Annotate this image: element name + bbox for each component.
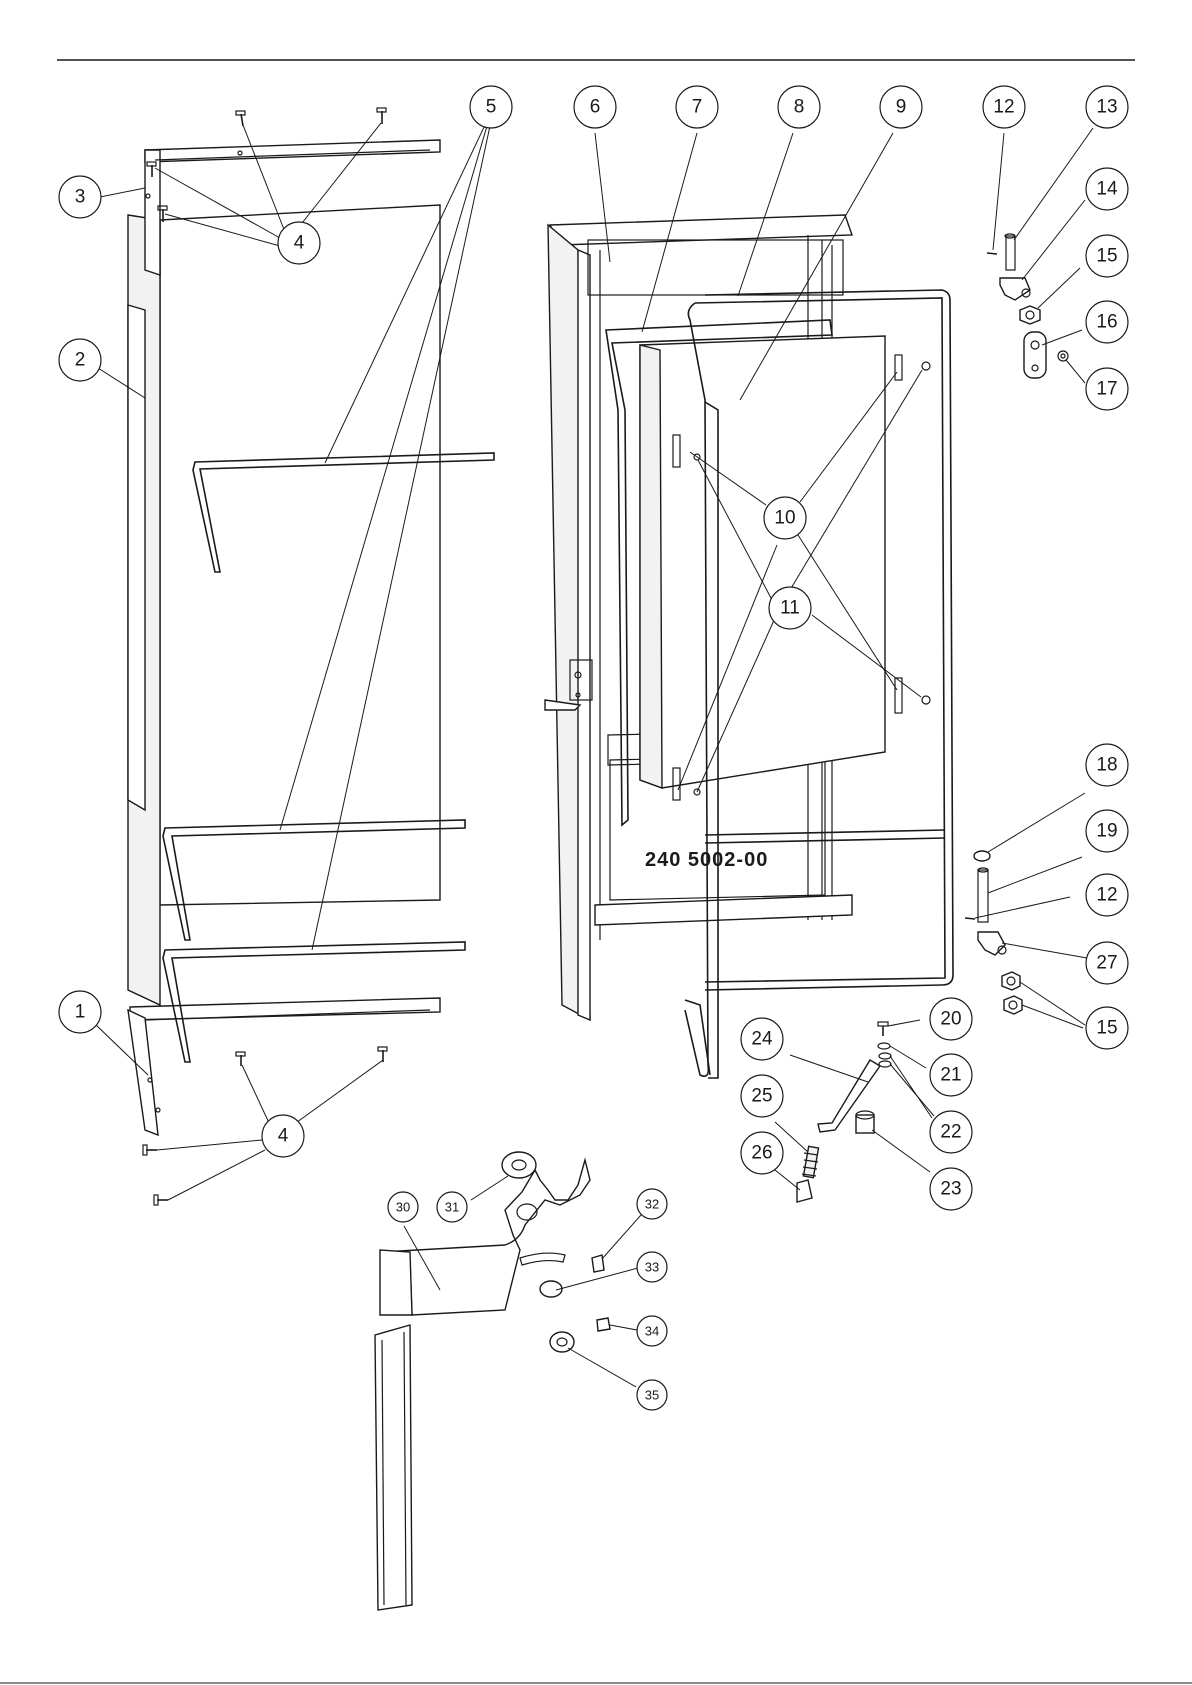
svg-text:5: 5 [486,97,497,118]
callout-35: 35 [637,1380,667,1410]
svg-text:30: 30 [396,1200,410,1215]
callout-13: 13 [1086,86,1128,128]
callout-6: 6 [574,86,616,128]
svg-text:19: 19 [1096,821,1117,842]
svg-text:26: 26 [751,1143,772,1164]
part-number-stamp: 240 5002-00 [645,849,768,871]
svg-text:22: 22 [940,1122,961,1143]
svg-text:14: 14 [1096,179,1118,200]
callout-4: 4 [278,222,320,264]
svg-text:4: 4 [294,233,305,254]
callout-23: 23 [930,1168,972,1210]
spring-icon [802,1146,819,1177]
svg-text:33: 33 [645,1260,659,1275]
svg-text:12: 12 [993,97,1014,118]
callout-18: 18 [1086,744,1128,786]
svg-text:31: 31 [445,1200,459,1215]
svg-text:18: 18 [1096,755,1117,776]
center-cabinet-assembly: 240 5002-00 [545,215,953,1078]
callout-19: 19 [1086,810,1128,852]
svg-text:6: 6 [590,97,601,118]
callout-3: 3 [59,176,101,218]
svg-text:34: 34 [645,1324,659,1339]
callout-34: 34 [637,1316,667,1346]
callout-25: 25 [741,1075,783,1117]
callout-14: 14 [1086,168,1128,210]
callout-17: 17 [1086,368,1128,410]
svg-text:12: 12 [1096,885,1117,906]
svg-text:24: 24 [751,1029,773,1050]
callout-33: 33 [637,1252,667,1282]
svg-text:7: 7 [692,97,703,118]
svg-text:11: 11 [780,598,800,619]
svg-text:3: 3 [75,187,86,208]
svg-text:1: 1 [75,1002,86,1023]
callout-15: 15 [1086,235,1128,277]
svg-text:8: 8 [794,97,805,118]
callout-20: 20 [930,998,972,1040]
callout-22: 22 [930,1111,972,1153]
svg-text:23: 23 [940,1179,961,1200]
svg-text:4: 4 [278,1126,289,1147]
svg-text:25: 25 [751,1086,772,1107]
callout-31: 31 [437,1192,467,1222]
callout-8: 8 [778,86,820,128]
callout-16: 16 [1086,301,1128,343]
callout-27: 27 [1086,942,1128,984]
callout-2: 2 [59,339,101,381]
svg-text:16: 16 [1096,312,1117,333]
callout-7: 7 [676,86,718,128]
callout-5: 5 [470,86,512,128]
callout-9: 9 [880,86,922,128]
svg-text:17: 17 [1096,379,1117,400]
svg-text:35: 35 [645,1388,659,1403]
screw-icon [147,108,386,222]
callout-26: 26 [741,1132,783,1174]
callout-4: 4 [262,1115,304,1157]
svg-text:10: 10 [774,508,795,529]
callout-10: 10 [764,497,806,539]
callout-1: 1 [59,991,101,1033]
callout-11: 11 [769,587,811,629]
svg-text:15: 15 [1096,1018,1117,1039]
callout-30: 30 [388,1192,418,1222]
svg-text:21: 21 [940,1065,961,1086]
svg-text:13: 13 [1096,97,1117,118]
callout-21: 21 [930,1054,972,1096]
svg-text:27: 27 [1096,953,1117,974]
callout-24: 24 [741,1018,783,1060]
left-side-panel-assembly [128,108,494,1205]
callout-32: 32 [637,1189,667,1219]
svg-text:2: 2 [75,350,86,371]
callout-15: 15 [1086,1007,1128,1049]
svg-text:9: 9 [896,97,907,118]
svg-text:32: 32 [645,1197,659,1212]
svg-text:15: 15 [1096,246,1117,267]
callout-12: 12 [983,86,1025,128]
svg-text:20: 20 [940,1009,961,1030]
callout-12: 12 [1086,874,1128,916]
